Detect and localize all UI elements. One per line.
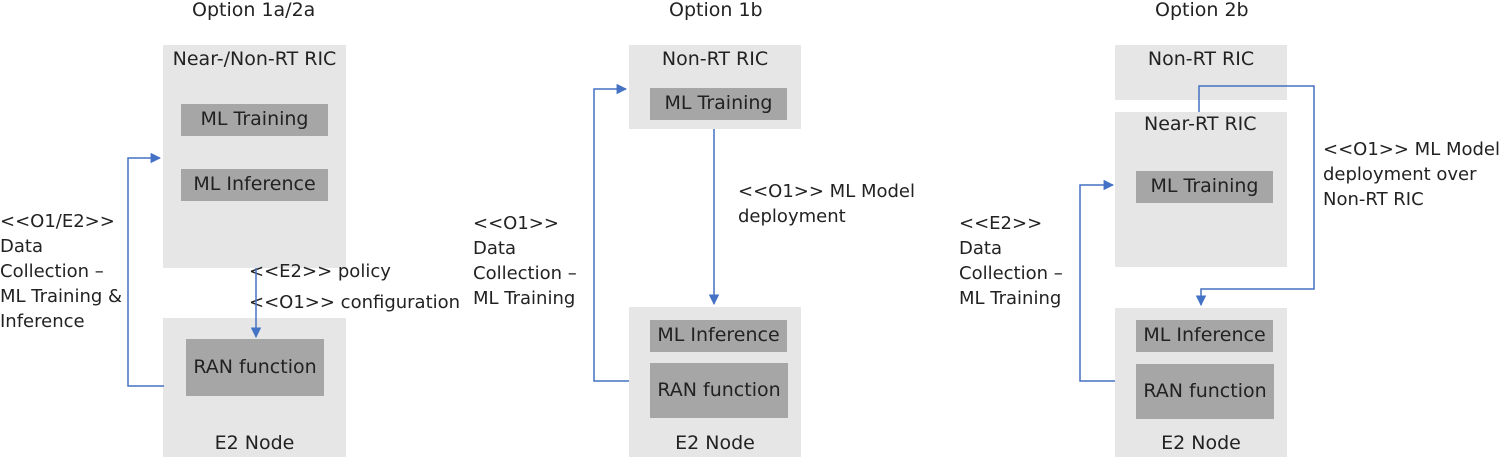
data-collection-arrow [127, 152, 164, 387]
ran-function-label: RAN function [657, 379, 781, 401]
ml-training-box [181, 104, 328, 136]
e2-node-label: E2 Node [214, 432, 295, 454]
ran-function-box [650, 363, 788, 418]
near-rt-ric-label: Near-RT RIC [1144, 113, 1257, 135]
data-collection-label-2: <<O1>> Data Collection – ML Training [473, 213, 577, 309]
ml-model-deployment-arrow [1195, 85, 1315, 307]
ml-inference-label: ML Inference [1143, 324, 1266, 346]
near-non-rt-ric-box [163, 45, 346, 268]
data-collection-label-1: <<O1/E2>> Data Collection – ML Training … [0, 211, 123, 332]
o1-configuration-label: <<O1>> configuration [249, 292, 461, 313]
ran-function-label: RAN function [193, 356, 317, 378]
ran-function-label: RAN function [1143, 380, 1267, 402]
ml-training-box [650, 88, 787, 120]
non-rt-ric-label: Non-RT RIC [661, 48, 769, 70]
ml-inference-box [181, 169, 328, 201]
non-rt-ric-label: Non-RT RIC [1147, 48, 1255, 70]
ml-inference-label: ML Inference [657, 324, 780, 346]
ml-training-box [1136, 171, 1273, 203]
e2-node-label: E2 Node [1161, 432, 1241, 454]
ml-training-label: ML Training [664, 92, 773, 114]
non-rt-ric-box [1115, 45, 1287, 100]
ran-function-box [1136, 364, 1274, 419]
e2-policy-label: <<E2>> policy [249, 261, 391, 282]
option-1b-title: Option 1b [669, 0, 763, 21]
ml-training-label: ML Training [1150, 175, 1259, 197]
ran-function-box [186, 339, 324, 396]
ml-inference-box [650, 320, 787, 352]
data-collection-arrow [1079, 179, 1115, 382]
ml-inference-label: ML Inference [193, 173, 316, 195]
ml-model-deployment-label: <<O1>> ML Model deployment [738, 181, 915, 227]
option-2b-title: Option 2b [1155, 0, 1249, 21]
e2-node-label: E2 Node [675, 432, 755, 454]
ml-training-label: ML Training [200, 108, 309, 130]
ml-model-deployment-over-label: <<O1>> ML Model deployment over Non-RT R… [1323, 139, 1500, 210]
data-collection-arrow [593, 83, 629, 382]
data-collection-label-3: <<E2>> Data Collection – ML Training [959, 213, 1063, 309]
near-non-rt-ric-label: Near-/Non-RT RIC [172, 48, 337, 70]
option-1a2a-title: Option 1a/2a [192, 0, 316, 21]
ml-inference-box [1136, 320, 1273, 352]
